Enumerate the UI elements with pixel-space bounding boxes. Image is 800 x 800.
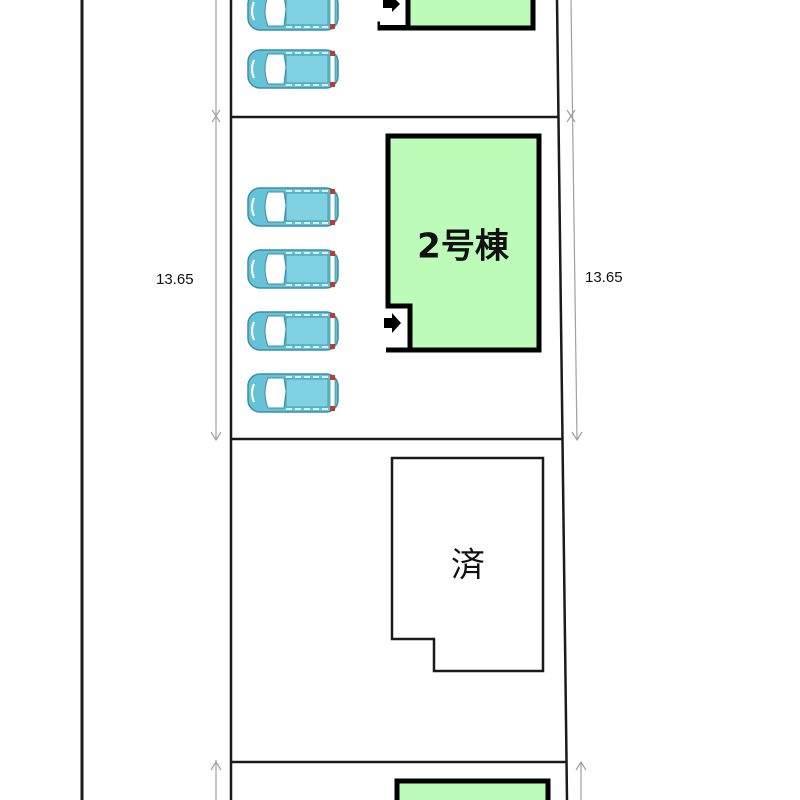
right-dimension-line: [566, 0, 587, 800]
sold-label: 済: [451, 545, 485, 586]
car-icon: [247, 373, 339, 413]
car-icon: [247, 49, 339, 89]
car-icon: [247, 249, 339, 289]
building-top-partial[interactable]: [377, 0, 536, 31]
car-icon: [247, 311, 339, 351]
car-icon: [247, 187, 339, 227]
left-dimension-label: 13.65: [156, 271, 194, 288]
building-2-label: 2号棟: [417, 226, 509, 267]
entrance-arrow-icon: [383, 0, 400, 12]
building-bottom-partial[interactable]: [394, 778, 551, 800]
right-dimension-label: 13.65: [585, 269, 623, 286]
car-icon: [247, 0, 339, 31]
lot-right-boundary: [555, 0, 569, 800]
left-dimension-line: [210, 0, 222, 800]
building-2[interactable]: [384, 133, 542, 353]
building-sold[interactable]: [390, 456, 545, 673]
entrance-arrow-icon: [384, 313, 401, 333]
